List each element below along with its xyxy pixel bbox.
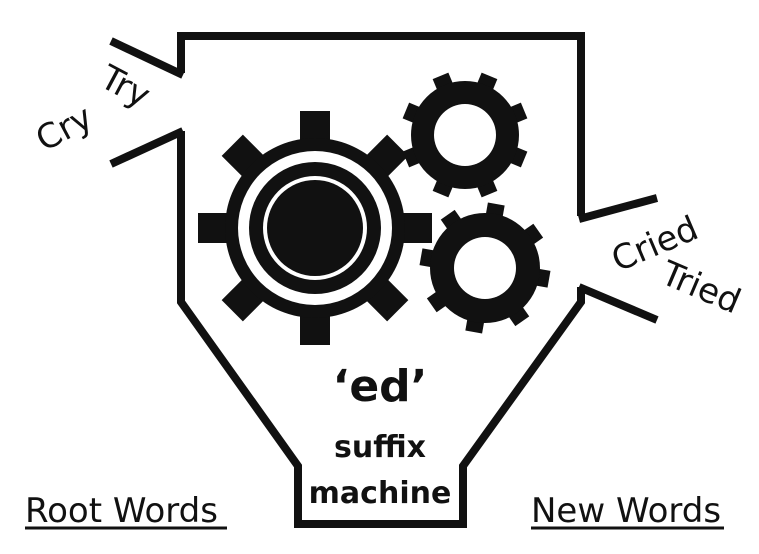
machine-label-machine: machine bbox=[309, 476, 452, 511]
input-word-try: Try bbox=[93, 57, 157, 116]
output-funnel-top bbox=[577, 194, 659, 223]
gear-icon bbox=[419, 202, 551, 334]
gear-icon bbox=[402, 72, 528, 198]
input-funnel-top bbox=[109, 37, 185, 79]
machine-label-suffix: suffix bbox=[334, 430, 426, 465]
input-funnel-bottom bbox=[109, 127, 185, 168]
gear-icon bbox=[198, 111, 432, 345]
new-words-label: New Words bbox=[531, 491, 721, 531]
output-word-tried: Tried bbox=[655, 253, 747, 322]
machine-title: ‘ed’ bbox=[333, 361, 428, 412]
machine-outline bbox=[177, 32, 585, 528]
input-word-cry: Cry bbox=[29, 97, 99, 159]
output-funnel-bottom bbox=[577, 283, 659, 324]
root-words-label: Root Words bbox=[25, 491, 218, 531]
